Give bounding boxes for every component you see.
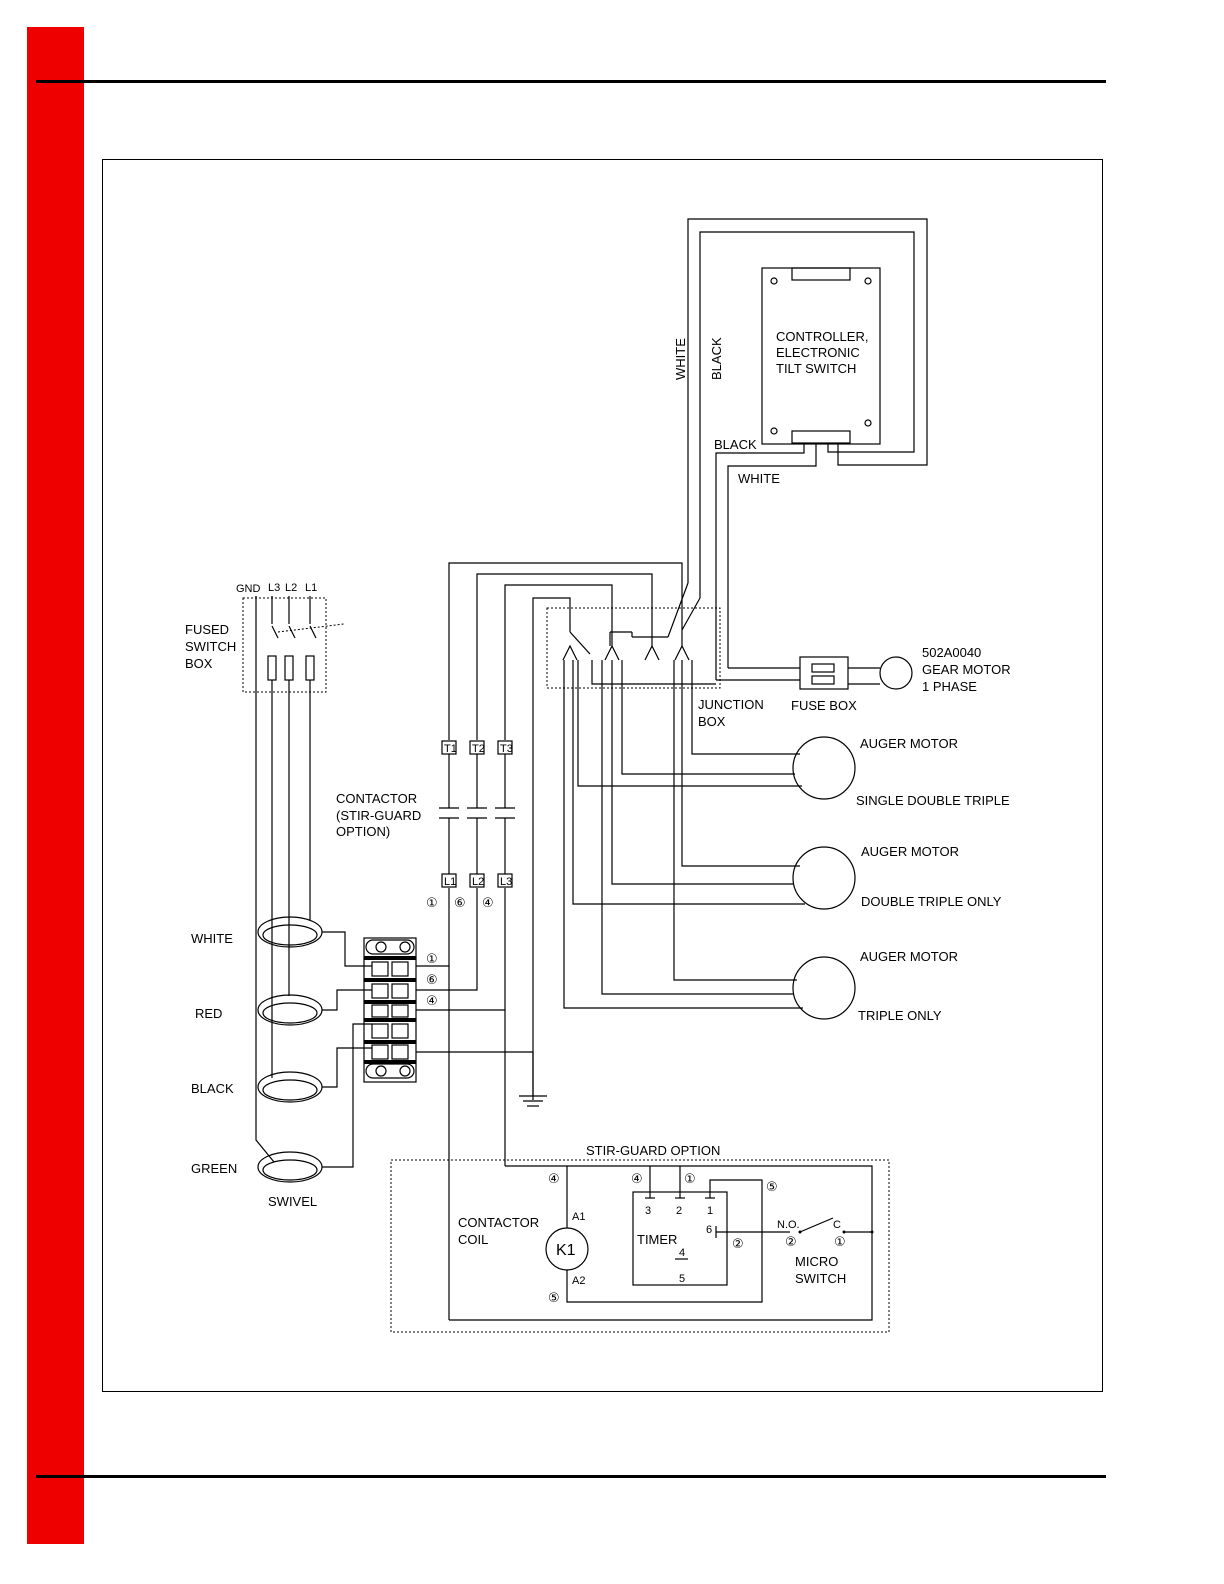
timer-label: TIMER (637, 1232, 677, 1247)
swivel-ring-white-label: WHITE (191, 931, 233, 946)
timer-pin-3: 3 (645, 1205, 651, 1217)
timer-wire-5: ⑤ (766, 1179, 778, 1194)
micro-switch-wire-1: ① (834, 1234, 846, 1249)
contactor-l2: L2 (472, 876, 484, 888)
coil-wire-4: ④ (548, 1171, 560, 1186)
diagram-frame (102, 159, 1103, 1392)
contactor-label-line1: CONTACTOR (336, 791, 417, 806)
gear-motor: 502A0040 GEAR MOTOR 1 PHASE (879, 645, 1011, 694)
timer-wire-4: ④ (631, 1171, 643, 1186)
swivel-ring-black-label: BLACK (191, 1081, 234, 1096)
l3-label: L3 (268, 582, 280, 594)
black-wire-label-vertical: BLACK (709, 337, 724, 380)
timer-pin-5: 5 (679, 1273, 685, 1285)
contactor-wire-4: ④ (482, 895, 494, 910)
junction-box-label-line2: BOX (698, 714, 726, 729)
terminal-wire-6: ⑥ (426, 972, 438, 987)
auger-motor-2: AUGER MOTOR DOUBLE TRIPLE ONLY (792, 844, 1002, 910)
contactor-label-line3: OPTION) (336, 824, 390, 839)
timer: 3 2 1 6 4 5 TIMER ④ ① ⑤ ② (631, 1171, 790, 1286)
auger-motor-2-note: DOUBLE TRIPLE ONLY (861, 894, 1002, 909)
auger-motor-1-note: SINGLE DOUBLE TRIPLE (856, 793, 1010, 808)
junction-box-label-line1: JUNCTION (698, 697, 764, 712)
auger-motor-3-note: TRIPLE ONLY (858, 1008, 942, 1023)
stir-guard-title: STIR-GUARD OPTION (586, 1143, 720, 1158)
fuse-box-label: FUSE BOX (791, 698, 857, 713)
fused-switch-label-line3: BOX (185, 656, 213, 671)
l1-label: L1 (305, 582, 317, 594)
micro-switch: N.O. C ② ① MICRO SWITCH (777, 1217, 874, 1286)
timer-pin-6: 6 (706, 1224, 712, 1236)
swivel-ring-red-label: RED (195, 1006, 222, 1021)
controller-label-line3: TILT SWITCH (776, 361, 856, 376)
footer-rule (36, 1475, 1106, 1478)
black-wire-label: BLACK (714, 437, 757, 452)
micro-switch-label-line2: SWITCH (795, 1271, 846, 1286)
fused-switch-label-line1: FUSED (185, 622, 229, 637)
auger-motor-1-name: AUGER MOTOR (860, 736, 958, 751)
gear-motor-part-number: 502A0040 (922, 645, 981, 660)
contactor: T1 T2 T3 L1 L2 L3 ① ⑥ ④ CONTACTOR (STIR-… (336, 740, 515, 910)
contactor-l3: L3 (500, 876, 512, 888)
controller-box: CONTROLLER, ELECTRONIC TILT SWITCH (761, 267, 881, 445)
micro-switch-c-label: C (833, 1219, 841, 1231)
timer-pin-1: 1 (707, 1205, 713, 1217)
micro-switch-wire-2: ② (785, 1234, 797, 1249)
terminal-wire-1: ① (426, 951, 438, 966)
contactor-t1: T1 (444, 743, 457, 755)
l2-label: L2 (285, 582, 297, 594)
micro-switch-no-label: N.O. (777, 1219, 800, 1231)
coil-label-line1: CONTACTOR (458, 1215, 539, 1230)
coil-a2-label: A2 (572, 1275, 585, 1287)
auger-motor-2-name: AUGER MOTOR (861, 844, 959, 859)
micro-switch-label-line1: MICRO (795, 1254, 838, 1269)
contactor-to-junction-wires (448, 562, 683, 1100)
controller-label-line1: CONTROLLER, (776, 329, 868, 344)
controller-wires (687, 218, 928, 681)
contactor-t2: T2 (472, 743, 485, 755)
terminal-block: ① ⑥ ④ (363, 937, 438, 1083)
contactor-t3: T3 (500, 743, 513, 755)
timer-wire-2: ② (732, 1236, 744, 1251)
junction-to-motor-wires (563, 660, 805, 1009)
controller-label-line2: ELECTRONIC (776, 345, 860, 360)
coil-a1-label: A1 (572, 1211, 585, 1223)
timer-pin-4: 4 (679, 1247, 685, 1259)
terminal-to-contactor-wires (416, 888, 533, 1320)
swivel-ring-green-label: GREEN (191, 1161, 237, 1176)
timer-wire-1: ① (684, 1171, 696, 1186)
gnd-label: GND (236, 583, 261, 595)
contactor-label-line2: (STIR-GUARD (336, 808, 421, 823)
contactor-wire-6: ⑥ (454, 895, 466, 910)
contactor-coil: K1 A1 A2 ④ ⑤ CONTACTOR COIL (458, 1171, 589, 1305)
gear-motor-name: GEAR MOTOR (922, 662, 1011, 677)
fused-switch-label-line2: SWITCH (185, 639, 236, 654)
gear-motor-phase: 1 PHASE (922, 679, 977, 694)
auger-motor-3: AUGER MOTOR TRIPLE ONLY (792, 949, 958, 1023)
white-wire-label-vertical: WHITE (673, 338, 688, 380)
coil-wire-5: ⑤ (548, 1290, 560, 1305)
stir-guard-option: STIR-GUARD OPTION K1 A1 A2 ④ ⑤ CONTACTOR… (390, 1143, 890, 1333)
white-wire-label: WHITE (738, 471, 780, 486)
header-rule (36, 80, 1106, 83)
fused-switch-box: GND L3 L2 L1 FUSED SWITCH BOX (185, 582, 345, 693)
coil-label-line2: COIL (458, 1232, 488, 1247)
ground-icon (519, 1052, 547, 1107)
swivel-label: SWIVEL (268, 1194, 317, 1209)
terminal-wire-4: ④ (426, 993, 438, 1008)
junction-box: JUNCTION BOX (546, 582, 764, 729)
contactor-wire-1: ① (426, 895, 438, 910)
coil-k1-label: K1 (556, 1242, 576, 1259)
auger-motor-3-name: AUGER MOTOR (860, 949, 958, 964)
supply-feeds (255, 680, 311, 1163)
swivel-to-terminal-wires (322, 931, 372, 1168)
red-side-bar (27, 27, 84, 1544)
fuse-box: FUSE BOX (791, 656, 880, 713)
timer-pin-2: 2 (676, 1205, 682, 1217)
contactor-l1: L1 (444, 876, 456, 888)
auger-motor-1: AUGER MOTOR SINGLE DOUBLE TRIPLE (792, 736, 1010, 808)
